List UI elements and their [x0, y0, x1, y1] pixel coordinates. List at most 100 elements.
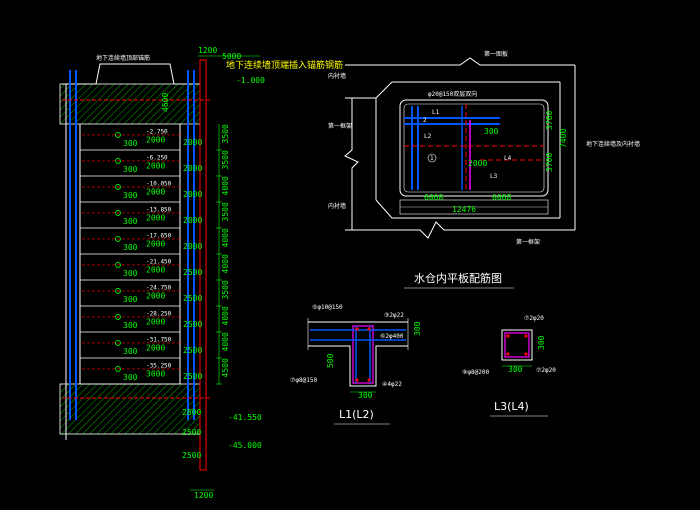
detail-l1-note: ⑥2φ400 [380, 333, 404, 340]
plan-rebar-note: φ20@150双层双向 [428, 90, 477, 98]
floor-spacing: 2000 [146, 266, 165, 275]
bottom-dim: 2800 [182, 408, 201, 417]
rebar-dot [506, 334, 510, 338]
floor-marker [115, 184, 121, 190]
right-dim: 3500 [221, 150, 230, 169]
floor-dim-300: 300 [123, 373, 138, 382]
left-dim-4600: 4600 [161, 93, 170, 112]
floor-spacing: 2000 [146, 214, 165, 223]
detail-l3-label: L3(L4) [494, 400, 529, 413]
floor-dim-300: 300 [123, 165, 138, 174]
bottom-dim: 2500 [182, 428, 201, 437]
right-dim: 4500 [221, 358, 230, 377]
floor-elevation: -10.050 [146, 180, 172, 187]
plan-dim-right-total: 7400 [559, 129, 568, 148]
floor-elevation: -28.250 [146, 310, 172, 317]
right-small-dim: 2500 [183, 294, 202, 303]
plan-view: 第一图板 内衬墙 第一框架 内衬墙 地下连续墙及内衬墙 第一框架 φ20@150… [328, 50, 640, 289]
right-small-dim: 2000 [183, 138, 202, 147]
section-top-cap [62, 63, 200, 85]
floor-marker [115, 132, 121, 138]
section-top-slab [59, 83, 201, 125]
top-dim-1200: 1200 [198, 46, 217, 55]
floor-spacing: 2000 [146, 292, 165, 301]
right-dim: 4000 [221, 332, 230, 351]
plan-label-top: 第一图板 [484, 50, 508, 58]
small-top-note: 地下连续墙顶部锚筋 [96, 54, 150, 62]
plan-outline [345, 221, 575, 239]
detail-l1-dim: 300 [413, 321, 422, 336]
floor-elevation: -6.250 [146, 154, 168, 161]
floor-dim-300: 300 [123, 269, 138, 278]
right-small-dim: 2000 [183, 164, 202, 173]
right-small-dim: 2500 [183, 268, 202, 277]
detail-l1-slab [308, 345, 408, 387]
floor-spacing: 2000 [146, 240, 165, 249]
plan-label-left-mid: 第一框架 [328, 122, 352, 130]
floor-spacing: 2000 [146, 188, 165, 197]
floor-marker [115, 366, 121, 372]
section-bottom-slab [59, 383, 201, 435]
floor-dim-300: 300 [123, 217, 138, 226]
plan-label-left-bottom: 内衬墙 [328, 202, 346, 210]
floor-spacing: 2000 [146, 318, 165, 327]
detail-l1-stirrup [352, 325, 374, 384]
plan-label-right: 地下连续墙及内衬墙 [586, 140, 640, 148]
floor-spacing: 2000 [146, 136, 165, 145]
plan-dim-bottom-total: 12476 [452, 205, 476, 214]
top-elevation: -1.000 [236, 76, 265, 85]
right-small-dim: 2000 [183, 190, 202, 199]
beam-label-l4: L4 [504, 155, 512, 162]
floor-dim-300: 300 [123, 191, 138, 200]
bottom-elevation: -41.550 [228, 413, 262, 422]
marker-label-2: 2 [423, 117, 427, 124]
marker-circle [427, 153, 437, 163]
plan-break-line [344, 98, 359, 230]
floor-dim-300: 300 [123, 321, 138, 330]
bottom-elevation: -45.000 [228, 441, 262, 450]
right-dim: 3500 [221, 280, 230, 299]
floor-spacing: 2000 [146, 162, 165, 171]
floor-marker [115, 340, 121, 346]
right-small-dim: 2000 [183, 216, 202, 225]
floor-elevation: -17.650 [146, 232, 172, 239]
plan-title: 水仓内平板配筋图 [414, 271, 502, 285]
floor-marker [115, 262, 121, 268]
detail-l1-dim: 300 [358, 391, 373, 400]
right-dim: 4000 [221, 228, 230, 247]
floor-dim-300: 300 [123, 347, 138, 356]
rebar-dot [355, 327, 359, 331]
rebar-dot [367, 327, 371, 331]
plan-outline [345, 57, 575, 66]
detail-l1-note: ⑦φ8@150 [290, 377, 317, 384]
rebar-dot [524, 352, 528, 356]
detail-l1: 300 500 300 ⑤φ10@150 ③2φ22 ⑥2φ400 ⑦φ8@15… [290, 304, 422, 425]
bottom-dim-1200: 1200 [194, 491, 213, 500]
floor-dim-300: 300 [123, 295, 138, 304]
detail-l3-note: ⑦2φ20 [536, 367, 556, 374]
plan-dim-bottom2: 6068 [492, 193, 511, 202]
right-dim: 3500 [221, 202, 230, 221]
outer-wall-strip [199, 59, 207, 471]
marker-label-1: 1 [430, 155, 434, 162]
floor-marker [115, 210, 121, 216]
right-dim: 4000 [221, 176, 230, 195]
bottom-dim: 2500 [182, 451, 201, 460]
detail-l3-beam [501, 329, 533, 361]
detail-l3-dim: 300 [508, 365, 523, 374]
rebar-dot [355, 378, 359, 382]
beam-label-l2: L2 [424, 133, 432, 140]
top-note: 地下连续墙顶端插入锚筋钢筋 [226, 59, 343, 71]
detail-l1-dim: 500 [326, 353, 335, 368]
floor-marker [115, 236, 121, 242]
floor-marker [115, 158, 121, 164]
detail-l3-stirrup [504, 332, 530, 358]
rebar-dot [524, 334, 528, 338]
beam-label-l3: L3 [490, 173, 498, 180]
floor-marker [115, 288, 121, 294]
right-dim: 3500 [221, 124, 230, 143]
plan-dim-bottom1: 6068 [424, 193, 443, 202]
